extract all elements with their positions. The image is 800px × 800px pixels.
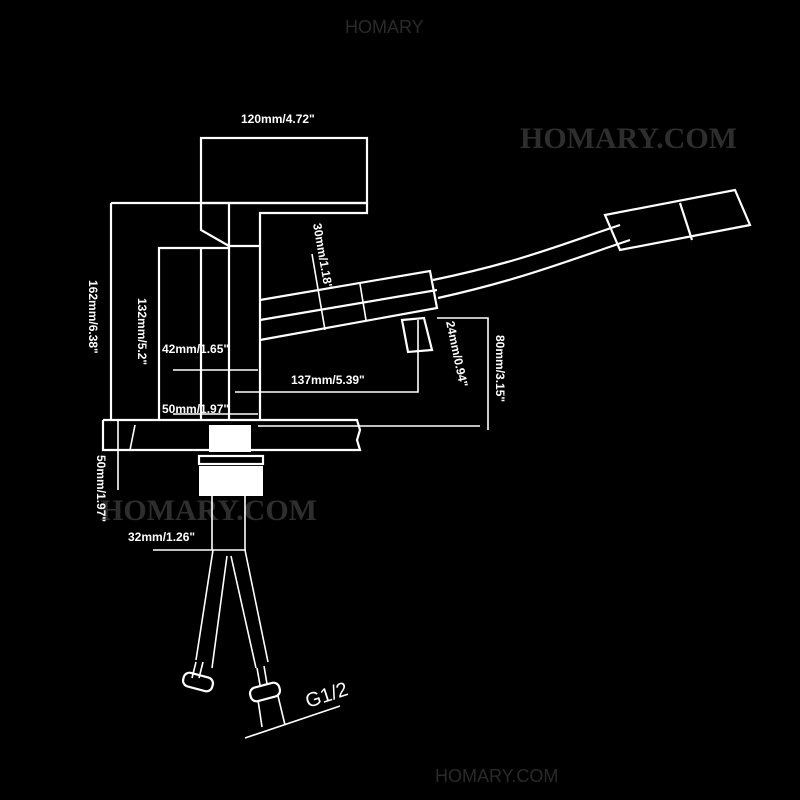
watermark-middle: HOMARY.COM	[100, 494, 317, 527]
watermark-bottom: HOMARY.COM	[435, 766, 558, 786]
dim-thread: G1/2	[303, 678, 351, 712]
dim-handle-width: 120mm/4.72"	[241, 112, 315, 126]
base-plate	[101, 418, 480, 490]
dim-spout-thickness: 30mm/1.18"	[310, 222, 335, 290]
dim-body-height: 132mm/5.2"	[135, 298, 149, 365]
watermark-top: HOMARY	[345, 17, 424, 37]
body	[109, 203, 419, 420]
spout	[259, 188, 752, 430]
dim-aerator: 24mm/0.94"	[443, 320, 471, 389]
shank-and-hoses	[153, 454, 341, 739]
dim-spout-reach: 137mm/5.39"	[291, 373, 365, 387]
dim-shank-diameter: 32mm/1.26"	[128, 530, 195, 544]
dim-body-width: 42mm/1.65"	[162, 342, 229, 356]
dim-spout-height: 80mm/3.15"	[493, 335, 507, 402]
dim-base-width: 50mm/1.97"	[162, 402, 229, 416]
handle	[111, 136, 369, 420]
dim-total-height: 162mm/6.38"	[86, 280, 100, 354]
dim-shank-length: 50mm/1.97"	[94, 455, 108, 522]
watermark-right: HOMARY.COM	[520, 122, 737, 155]
